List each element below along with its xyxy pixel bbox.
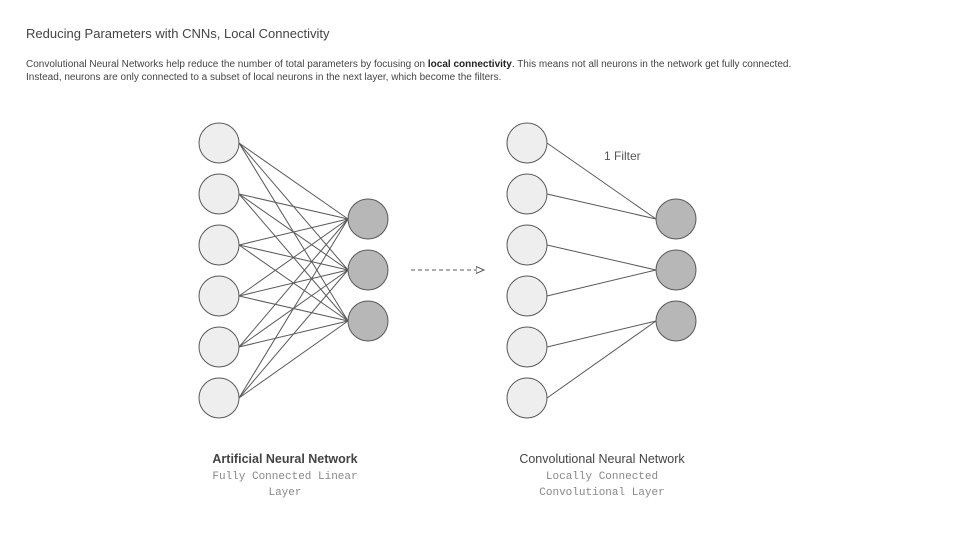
cnn-connection (546, 320, 657, 399)
page-title: Reducing Parameters with CNNs, Local Con… (26, 26, 330, 41)
cnn-input-neuron (506, 173, 548, 215)
cnn-input-neuron (506, 275, 548, 317)
ann-connection (238, 218, 349, 348)
filter-label: 1 Filter (604, 149, 641, 163)
cnn-input-neuron (506, 224, 548, 266)
ann-neurons (198, 122, 389, 419)
cnn-subtitle-line: Locally Connected (545, 471, 659, 483)
cnn-title: Convolutional Neural Network (519, 452, 685, 466)
cnn-subtitle: Locally Connected Convolutional Layer (492, 469, 712, 501)
cnn-input-neuron (506, 377, 548, 419)
cnn-connections (546, 142, 657, 399)
cnn-input-neuron (506, 122, 548, 164)
cnn-neurons (506, 122, 697, 419)
description-text: Convolutional Neural Networks help reduc… (26, 59, 428, 70)
ann-connection (238, 142, 349, 220)
ann-subtitle-line: Fully Connected Linear (212, 471, 358, 483)
ann-output-neuron (347, 249, 389, 291)
cnn-input-neuron (506, 326, 548, 368)
cnn-subtitle-line: Convolutional Layer (539, 487, 665, 499)
ann-input-neuron (198, 326, 240, 368)
cnn-connection (546, 320, 657, 348)
ann-connection (238, 193, 349, 220)
ann-output-neuron (347, 300, 389, 342)
ann-title: Artificial Neural Network (212, 452, 358, 466)
ann-connection (238, 218, 349, 246)
description-line-2: Instead, neurons are only connected to a… (26, 72, 502, 83)
ann-input-neuron (198, 224, 240, 266)
cnn-connection (546, 269, 657, 297)
description-line-1: Convolutional Neural Networks help reduc… (26, 58, 926, 71)
cnn-connection (546, 142, 657, 220)
ann-input-neuron (198, 275, 240, 317)
ann-input-neuron (198, 173, 240, 215)
ann-connection (238, 218, 349, 399)
ann-input-neuron (198, 122, 240, 164)
ann-subtitle-line: Layer (268, 487, 302, 499)
cnn-output-neuron (655, 300, 697, 342)
ann-caption: Artificial Neural Network Fully Connecte… (175, 452, 395, 501)
ann-connection (238, 320, 349, 399)
ann-connection (238, 269, 349, 399)
ann-output-neuron (347, 198, 389, 240)
cnn-output-neuron (655, 198, 697, 240)
cnn-caption: Convolutional Neural Network Locally Con… (492, 452, 712, 501)
cnn-output-neuron (655, 249, 697, 291)
ann-subtitle: Fully Connected Linear Layer (175, 469, 395, 501)
description-text: . This means not all neurons in the netw… (511, 59, 792, 70)
description-emphasis: local connectivity (427, 59, 512, 70)
description: Convolutional Neural Networks help reduc… (26, 58, 926, 84)
cnn-connection (546, 193, 657, 220)
ann-connection (238, 218, 349, 297)
ann-connections (238, 142, 349, 399)
cnn-connection (546, 244, 657, 271)
ann-input-neuron (198, 377, 240, 419)
